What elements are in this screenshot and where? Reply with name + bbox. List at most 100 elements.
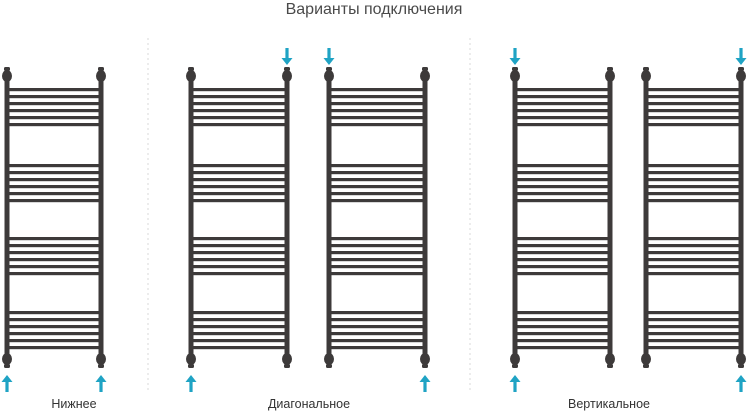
inlet-arrow-icon-shape — [281, 48, 293, 65]
radiator-bar — [193, 123, 285, 127]
radiator-cap-top-left — [641, 70, 651, 82]
radiator-bar — [9, 265, 99, 269]
radiator-bar — [331, 265, 423, 269]
radiator-cap-bottom-nut-left — [643, 364, 649, 368]
radiator-bar — [648, 123, 739, 127]
radiator-rail-right — [284, 76, 290, 359]
radiator-cap-bottom-right — [420, 353, 430, 365]
radiator-bar — [648, 185, 739, 189]
outlet-arrow-icon — [95, 375, 107, 392]
radiator-cap-top-left — [186, 70, 196, 82]
radiator-bar — [193, 116, 285, 120]
radiator-cap-top-nut-left — [4, 67, 10, 71]
radiator-cap-bottom-left — [510, 353, 520, 365]
radiator-bar — [517, 311, 608, 315]
radiator-bar — [9, 318, 99, 322]
radiator-bar — [193, 199, 285, 203]
outlet-arrow-icon — [185, 375, 197, 392]
radiator-3 — [323, 48, 431, 392]
radiator-bar — [9, 199, 99, 203]
radiator-bar — [9, 311, 99, 315]
radiator-bar — [648, 244, 739, 248]
radiator-bar — [331, 311, 423, 315]
radiator-cap-bottom-left — [2, 353, 12, 365]
radiator-bar — [648, 265, 739, 269]
radiator-bar — [331, 185, 423, 189]
radiator-bar — [9, 164, 99, 168]
radiator-bar — [517, 95, 608, 99]
radiator-bar — [9, 171, 99, 175]
radiator-bar — [9, 95, 99, 99]
radiator-bar — [9, 192, 99, 196]
inlet-arrow-icon — [281, 48, 293, 65]
radiator-bar — [648, 178, 739, 182]
radiator-bar — [193, 332, 285, 336]
radiator-1 — [1, 67, 107, 392]
radiator-bar — [648, 199, 739, 203]
radiator-bar — [517, 332, 608, 336]
radiator-bar — [331, 102, 423, 106]
radiator-cap-top-nut-right — [98, 67, 104, 71]
inlet-arrow-icon-shape — [509, 48, 521, 65]
radiator-bar — [517, 318, 608, 322]
radiator-cap-top-nut-right — [284, 67, 290, 71]
radiator-cap-bottom-nut-right — [738, 364, 744, 368]
radiator-bar — [517, 164, 608, 168]
caption-diagonal: Диагональное — [267, 397, 351, 411]
radiator-bar — [9, 244, 99, 248]
radiator-cap-bottom-right — [282, 353, 292, 365]
radiator-bar — [331, 244, 423, 248]
radiator-bar — [648, 237, 739, 241]
radiator-bar — [193, 237, 285, 241]
radiator-bar — [648, 339, 739, 343]
radiator-rail-left — [4, 76, 10, 359]
radiator-bar — [193, 109, 285, 113]
radiator-bar — [9, 346, 99, 350]
radiator-bar — [193, 311, 285, 315]
radiator-cap-top-left — [324, 70, 334, 82]
radiator-rail-right — [98, 76, 104, 359]
radiator-bar — [331, 123, 423, 127]
radiator-cap-bottom-nut-right — [607, 364, 613, 368]
radiator-bar — [517, 346, 608, 350]
radiator-bar — [9, 251, 99, 255]
radiator-5 — [641, 48, 747, 392]
radiator-bar — [517, 237, 608, 241]
radiator-cap-top-right — [96, 70, 106, 82]
radiator-bar — [9, 272, 99, 276]
radiator-bar — [648, 116, 739, 120]
radiator-bar — [517, 251, 608, 255]
radiator-bar — [193, 251, 285, 255]
radiator-bar — [648, 88, 739, 92]
radiator-bar — [193, 346, 285, 350]
radiator-rail-right — [607, 76, 613, 359]
radiator-bar — [9, 339, 99, 343]
radiator-bar — [331, 346, 423, 350]
radiator-bar — [193, 265, 285, 269]
radiator-bar — [9, 88, 99, 92]
radiator-bar — [193, 258, 285, 262]
radiator-cap-top-right — [420, 70, 430, 82]
radiator-bar — [193, 185, 285, 189]
outlet-arrow-icon-shape — [185, 375, 197, 392]
radiator-bar — [193, 272, 285, 276]
radiator-bar — [193, 339, 285, 343]
radiator-bar — [648, 164, 739, 168]
radiator-bar — [331, 258, 423, 262]
radiator-bar — [517, 199, 608, 203]
radiator-bar — [331, 164, 423, 168]
radiator-bar — [648, 311, 739, 315]
outlet-arrow-icon-shape — [95, 375, 107, 392]
radiator-bar — [648, 272, 739, 276]
radiator-bar — [648, 318, 739, 322]
radiator-2 — [185, 48, 293, 392]
radiator-cap-top-right — [282, 70, 292, 82]
radiator-cap-bottom-right — [736, 353, 746, 365]
radiator-cap-bottom-left — [641, 353, 651, 365]
radiator-cap-bottom-nut-left — [4, 364, 10, 368]
inlet-arrow-icon-shape — [1, 375, 13, 392]
radiator-bar — [9, 102, 99, 106]
outlet-arrow-icon — [735, 375, 747, 392]
radiator-bar — [193, 102, 285, 106]
